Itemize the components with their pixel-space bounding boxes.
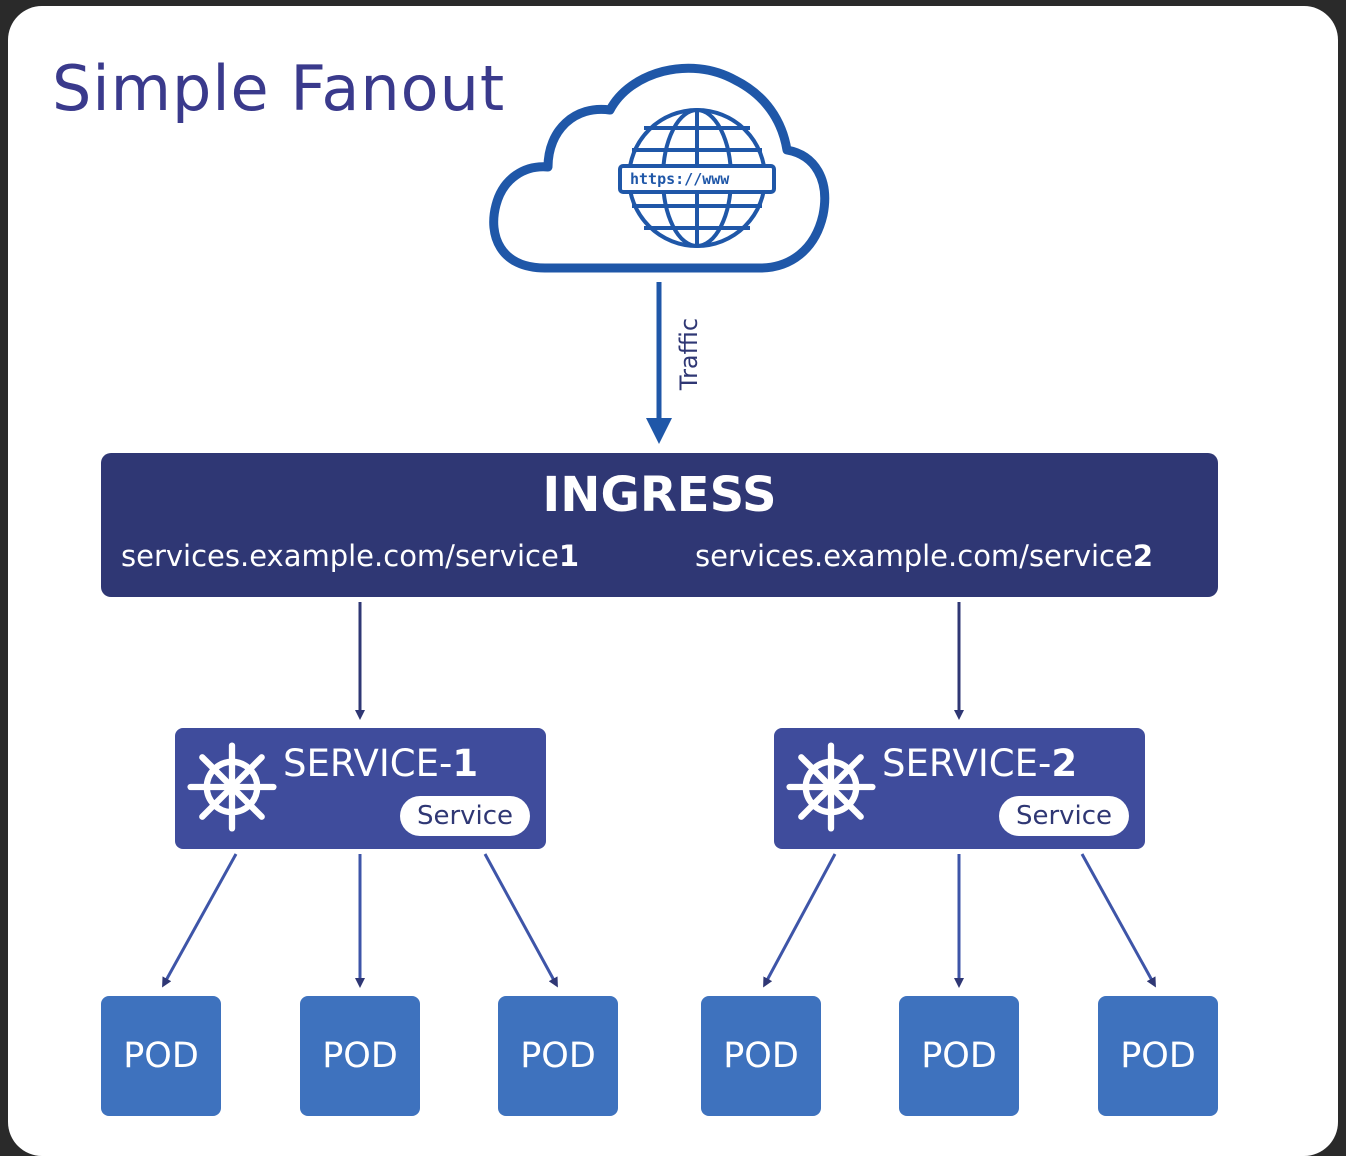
- pod-4: POD: [701, 996, 821, 1116]
- route-1-number: 1: [558, 539, 580, 573]
- route-1-prefix: services.example.com/service: [121, 539, 559, 573]
- service-1-name-number: 1: [452, 742, 479, 785]
- service-2-box: SERVICE-2 Service: [774, 728, 1145, 849]
- ingress-route-1: services.example.com/service1: [121, 539, 579, 573]
- traffic-label: Traffic: [675, 317, 703, 391]
- pod-2: POD: [300, 996, 420, 1116]
- ingress-box: INGRESS services.example.com/service1 se…: [101, 453, 1218, 597]
- pod-5: POD: [899, 996, 1019, 1116]
- service2-to-pod6-arrow: [1080, 853, 1156, 988]
- ingress-route-2: services.example.com/service2: [695, 539, 1153, 573]
- route-2-number: 2: [1132, 539, 1154, 573]
- pod-3: POD: [498, 996, 618, 1116]
- pod-6: POD: [1098, 996, 1218, 1116]
- service1-to-pod3-arrow: [483, 853, 558, 988]
- service-2-name-prefix: SERVICE-: [882, 742, 1052, 785]
- pod-1: POD: [101, 996, 221, 1116]
- service-1-box: SERVICE-1 Service: [175, 728, 546, 849]
- route-2-prefix: services.example.com/service: [695, 539, 1133, 573]
- service1-to-pod1-arrow: [162, 853, 238, 988]
- kubernetes-helm-icon: [187, 742, 277, 832]
- kubernetes-helm-icon: [786, 742, 876, 832]
- page-title: Simple Fanout: [52, 52, 506, 125]
- service-2-name-number: 2: [1051, 742, 1078, 785]
- url-label: https://www: [630, 170, 730, 188]
- service-2-name: SERVICE-2: [882, 742, 1077, 785]
- service2-to-pod4-arrow: [763, 853, 837, 988]
- service-1-name: SERVICE-1: [283, 742, 478, 785]
- service-1-name-prefix: SERVICE-: [283, 742, 453, 785]
- ingress-title: INGRESS: [542, 467, 777, 523]
- service-1-badge: Service: [400, 796, 530, 836]
- url-bar: [618, 164, 776, 194]
- service-2-badge: Service: [999, 796, 1129, 836]
